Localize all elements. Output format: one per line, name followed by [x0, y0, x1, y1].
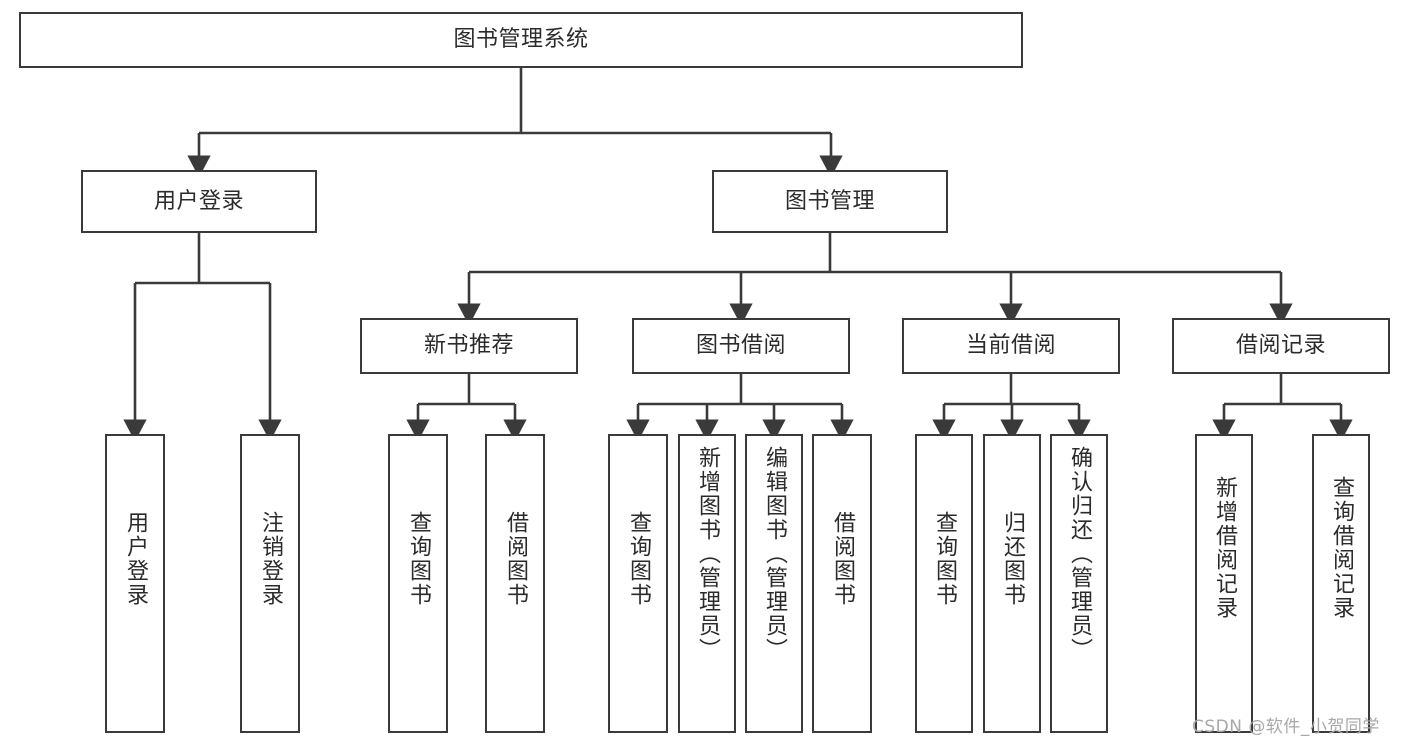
node-label: 图书管理系统	[453, 27, 589, 53]
node-label: 用户登录	[123, 511, 148, 607]
node-label: 图书借阅	[695, 333, 786, 359]
csdn-watermark: CSDN @软件_小贺同学	[1192, 717, 1380, 737]
node-label: 查询图书	[932, 511, 957, 607]
node-user-login[interactable]: 用户登录	[81, 170, 317, 233]
node-label: 查询图书	[626, 511, 651, 607]
node-label: 当前借阅	[965, 333, 1056, 359]
node-label: 确认归还（管理员）	[1067, 446, 1092, 662]
node-label: 归还图书	[1000, 511, 1025, 607]
node-label: 新增图书（管理员）	[695, 446, 720, 662]
leaf-add-borrow-record[interactable]: 新增借阅记录	[1195, 434, 1253, 733]
leaf-query-book-current[interactable]: 查询图书	[915, 434, 973, 733]
node-label: 用户登录	[153, 188, 244, 214]
leaf-query-book-borrow[interactable]: 查询图书	[608, 434, 668, 733]
leaf-return-book[interactable]: 归还图书	[983, 434, 1041, 733]
node-current-borrow[interactable]: 当前借阅	[902, 318, 1120, 374]
leaf-logout-login[interactable]: 注销登录	[240, 434, 300, 733]
node-borrow-record[interactable]: 借阅记录	[1172, 318, 1390, 374]
node-label: 查询图书	[406, 511, 431, 607]
node-book-management[interactable]: 图书管理	[712, 170, 948, 233]
leaf-confirm-return-admin[interactable]: 确认归还（管理员）	[1050, 434, 1108, 733]
node-label: 图书管理	[784, 188, 875, 214]
leaf-user-login[interactable]: 用户登录	[105, 434, 165, 733]
node-label: 注销登录	[258, 511, 283, 607]
leaf-query-book-recommend[interactable]: 查询图书	[388, 434, 448, 733]
node-label: 借阅记录	[1235, 333, 1326, 359]
node-book-borrow[interactable]: 图书借阅	[632, 318, 850, 374]
leaf-add-book-admin[interactable]: 新增图书（管理员）	[678, 434, 736, 733]
node-label: 新增借阅记录	[1212, 476, 1237, 620]
leaf-query-borrow-record[interactable]: 查询借阅记录	[1312, 434, 1370, 733]
node-label: 编辑图书（管理员）	[762, 446, 787, 662]
node-new-book-recommend[interactable]: 新书推荐	[360, 318, 578, 374]
node-root-system[interactable]: 图书管理系统	[19, 12, 1023, 68]
node-label: 查询借阅记录	[1329, 476, 1354, 620]
leaf-borrow-book-recommend[interactable]: 借阅图书	[485, 434, 545, 733]
leaf-edit-book-admin[interactable]: 编辑图书（管理员）	[745, 434, 803, 733]
node-label: 借阅图书	[503, 511, 528, 607]
leaf-borrow-book-borrow[interactable]: 借阅图书	[812, 434, 872, 733]
node-label: 新书推荐	[423, 333, 514, 359]
node-label: 借阅图书	[830, 511, 855, 607]
